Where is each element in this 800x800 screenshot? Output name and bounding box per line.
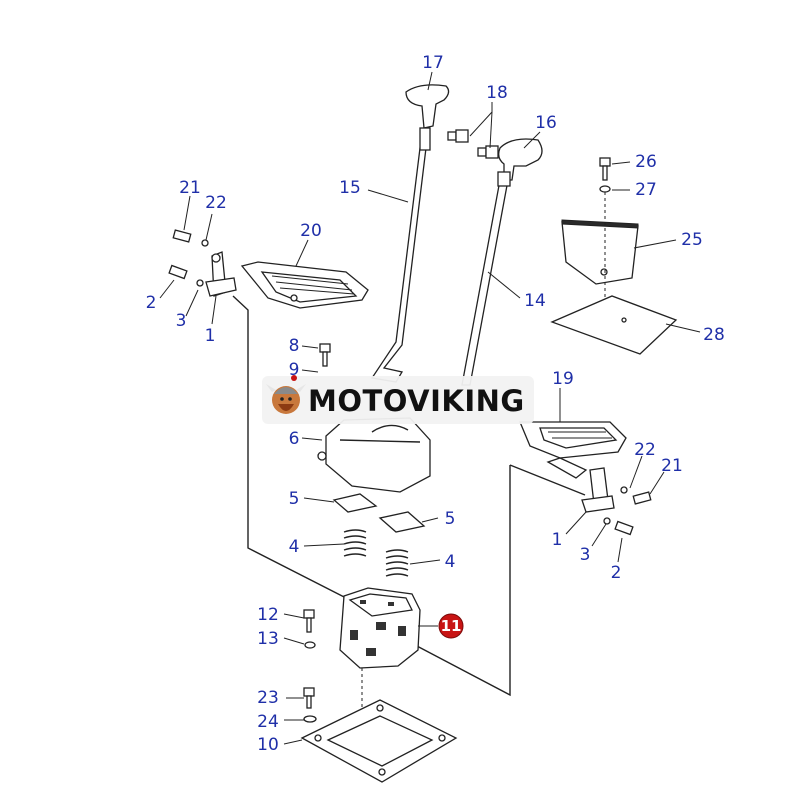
- pedal-20: [240, 261, 369, 309]
- callout-1-right: 1: [552, 530, 563, 550]
- pedal-19: [519, 421, 627, 479]
- highlight-badge-11-label: 11: [441, 617, 462, 635]
- watermark-banner: MOTOVIKING: [262, 375, 534, 424]
- lever-left: [370, 84, 450, 383]
- boot-cover-6: [317, 417, 431, 493]
- callout-1-left: 1: [205, 326, 216, 346]
- callout-2-left: 2: [146, 293, 157, 313]
- callout-28: 28: [703, 325, 725, 345]
- callout-6: 6: [289, 429, 300, 449]
- callout-22-right: 22: [634, 440, 656, 460]
- callout-16: 16: [535, 113, 557, 133]
- watermark-text: MOTOVIKING: [308, 384, 525, 418]
- callout-15: 15: [339, 178, 361, 198]
- callout-26: 26: [635, 152, 657, 172]
- bracket-1-left: [205, 251, 237, 297]
- callout-23: 23: [257, 688, 279, 708]
- callout-labels: 17 18 16 15 14 26 27 25 28 21 22 20 2 3 …: [146, 53, 725, 755]
- callout-2-right: 2: [611, 563, 622, 583]
- leader-lines: [159, 71, 701, 745]
- callout-14: 14: [524, 291, 546, 311]
- callout-25: 25: [681, 230, 703, 250]
- callout-18: 18: [486, 83, 508, 103]
- callout-20: 20: [300, 221, 322, 241]
- callout-5-left: 5: [289, 489, 300, 509]
- bolt-8: [319, 343, 331, 367]
- callout-27: 27: [635, 180, 657, 200]
- highlight-badge-11: 11: [438, 613, 464, 639]
- callout-4-left: 4: [289, 537, 300, 557]
- viking-logo: [266, 375, 306, 414]
- callout-5-right: 5: [445, 509, 456, 529]
- callout-8: 8: [289, 336, 300, 356]
- callout-17: 17: [422, 53, 444, 73]
- plate-5-right: [378, 511, 426, 533]
- callout-13: 13: [257, 629, 279, 649]
- bolt-12-washer-13: [303, 609, 316, 649]
- cover-25: [561, 219, 639, 285]
- callout-9: 9: [289, 360, 300, 380]
- spring-4-left: [343, 529, 367, 557]
- callout-4-right: 4: [445, 552, 456, 572]
- gasket-10: [300, 699, 458, 783]
- pilot-lines: [232, 295, 586, 697]
- callout-22-top-left: 22: [205, 193, 227, 213]
- bolt-21-left: [168, 229, 209, 287]
- bolt-18: [447, 129, 499, 159]
- spring-4-right: [385, 549, 409, 577]
- callout-3-left: 3: [176, 311, 187, 331]
- callout-10: 10: [257, 735, 279, 755]
- plate-5-left: [332, 493, 378, 513]
- callout-21-right: 21: [661, 456, 683, 476]
- pilot-valve-11: [339, 587, 421, 760]
- bracket-1-right: [581, 467, 615, 513]
- bolt-26-washer-27: [599, 157, 611, 335]
- bolt-23-washer-24: [303, 687, 317, 723]
- callout-24: 24: [257, 712, 279, 732]
- lever-right: [461, 138, 543, 386]
- callout-12: 12: [257, 605, 279, 625]
- bolt-21-right: [603, 486, 652, 536]
- callout-19: 19: [552, 369, 574, 389]
- plate-28: [550, 295, 678, 355]
- callout-21-top-left: 21: [179, 178, 201, 198]
- callout-3-right: 3: [580, 545, 591, 565]
